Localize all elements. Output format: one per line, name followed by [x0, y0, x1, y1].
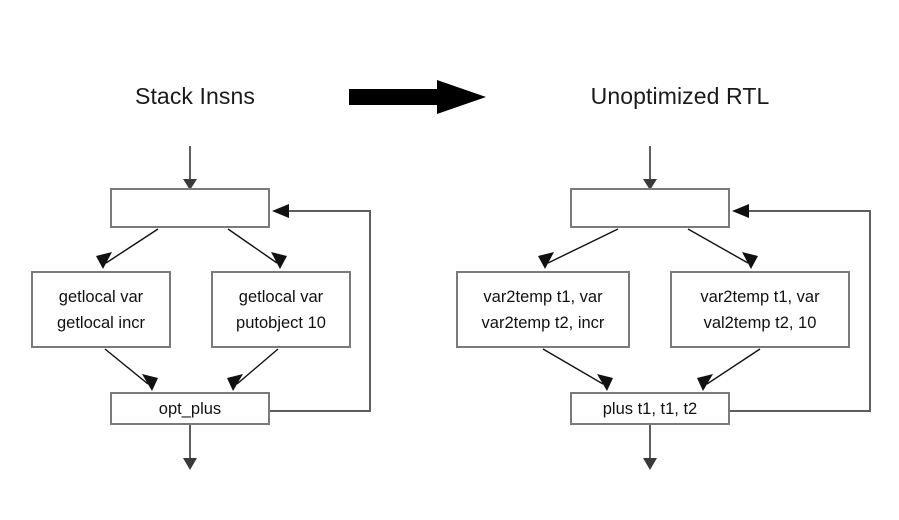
node-line: getlocal var — [238, 287, 324, 306]
edge-entry-to-right-block — [227, 228, 287, 269]
left-graph-entry-node[interactable] — [110, 188, 270, 228]
edge-join-to-out — [643, 425, 657, 470]
edge-in-to-entry — [643, 146, 657, 190]
edge-left-block-to-join — [104, 348, 158, 391]
edge-right-block-to-join — [227, 348, 279, 391]
node-line: val2temp t2, 10 — [703, 313, 817, 332]
edge-in-to-entry — [183, 146, 197, 190]
left-graph-left-block[interactable]: getlocal var getlocal incr — [31, 271, 171, 348]
edge-entry-to-right-block — [687, 228, 758, 269]
node-line: putobject 10 — [236, 313, 326, 332]
node-line: opt_plus — [158, 399, 222, 418]
right-graph-left-block[interactable]: var2temp t1, var var2temp t2, incr — [456, 271, 630, 348]
edge-join-to-out — [183, 425, 197, 470]
node-line: plus t1, t1, t2 — [602, 399, 698, 418]
right-graph-join-block[interactable]: plus t1, t1, t2 — [570, 392, 730, 425]
left-graph-title: Stack Insns — [135, 83, 255, 109]
edge-right-block-to-join — [697, 348, 761, 391]
edge-entry-to-left-block — [538, 228, 619, 269]
node-line: var2temp t1, var — [700, 287, 820, 306]
node-line: var2temp t1, var — [483, 287, 603, 306]
right-graph-entry-node[interactable] — [570, 188, 730, 228]
left-graph-join-block[interactable]: opt_plus — [110, 392, 270, 425]
edge-left-block-to-join — [542, 348, 613, 391]
node-line: var2temp t2, incr — [481, 313, 605, 332]
node-line: getlocal incr — [56, 313, 146, 332]
right-graph-right-block[interactable]: var2temp t1, var val2temp t2, 10 — [670, 271, 850, 348]
left-graph-right-block[interactable]: getlocal var putobject 10 — [211, 271, 351, 348]
transform-arrow-icon — [349, 80, 486, 114]
right-graph-title: Unoptimized RTL — [590, 83, 770, 109]
edge-entry-to-left-block — [96, 228, 159, 269]
node-line: getlocal var — [58, 287, 144, 306]
